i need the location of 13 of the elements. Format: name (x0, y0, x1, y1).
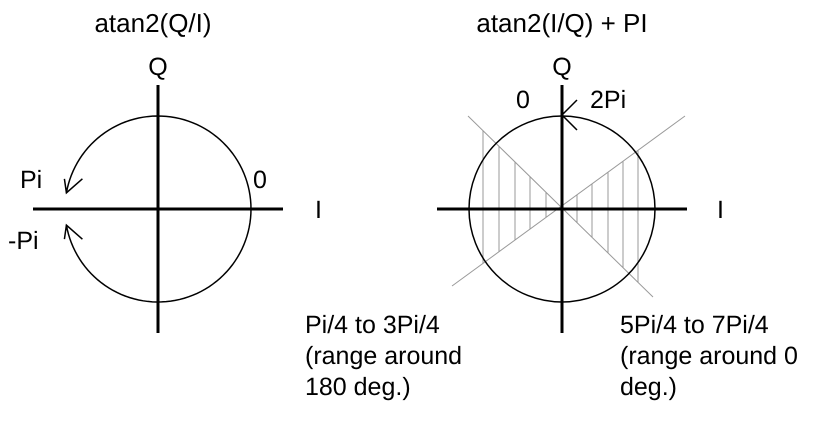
axis-label: 0 (516, 85, 530, 116)
range-note: 5Pi/4 to 7Pi/4 (range around 0 deg.) (620, 310, 799, 403)
axis-label: Pi (20, 165, 42, 196)
axis-label: -Pi (8, 226, 39, 257)
axis-label: 0 (253, 165, 267, 196)
axis-label: I (315, 195, 322, 226)
axis-label: I (717, 195, 724, 226)
formula-title: atan2(Q/I) (94, 8, 212, 39)
axis-label: 2Pi (590, 85, 626, 116)
formula-title: atan2(I/Q) + PI (476, 8, 648, 39)
axis-label: Q (552, 52, 572, 83)
range-note: Pi/4 to 3Pi/4 (range around 180 deg.) (305, 310, 464, 403)
axis-label: Q (148, 52, 168, 83)
